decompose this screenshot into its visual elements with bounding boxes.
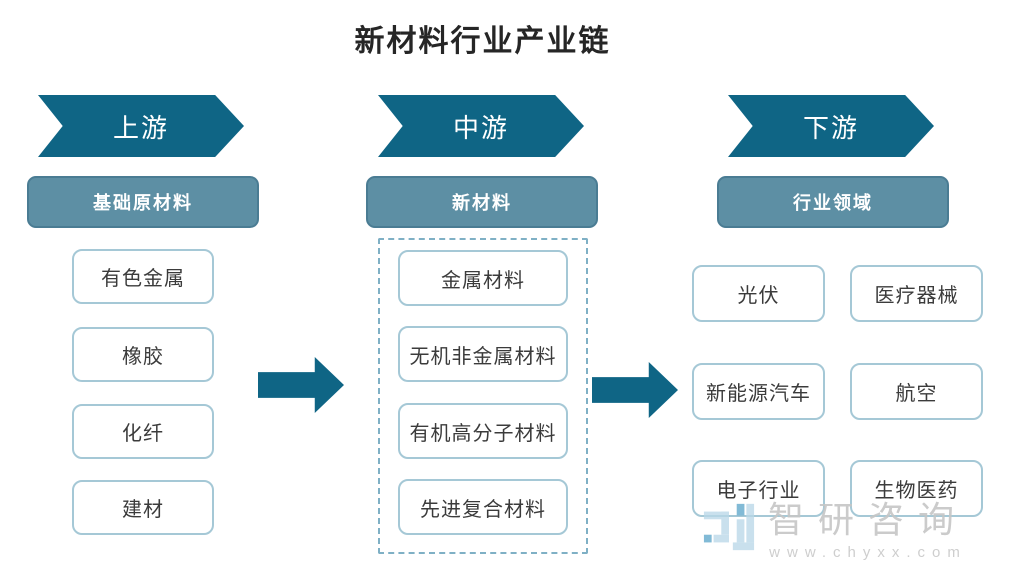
downstream-item-electronics: 电子行业 [692, 460, 825, 517]
midstream-dashed-group [378, 238, 588, 554]
downstream-item-new-energy-vehicles: 新能源汽车 [692, 363, 825, 420]
watermark-texts: 智研咨询 www.chyxx.com [768, 499, 969, 562]
stage-banner-midstream: 中游 [378, 95, 584, 157]
upstream-item-building-materials: 建材 [72, 480, 214, 535]
upstream-item-rubber: 橡胶 [72, 327, 214, 382]
right-arrow-icon [258, 357, 344, 413]
stage-upstream-label: 上游 [112, 112, 169, 143]
downstream-item-biomedicine: 生物医药 [850, 460, 983, 517]
category-downstream-label: 行业领域 [793, 193, 873, 213]
upstream-item-nonferrous-metals: 有色金属 [72, 249, 214, 304]
midstream-item-organic-polymer: 有机高分子材料 [398, 403, 568, 459]
downstream-item-medical-devices: 医疗器械 [850, 265, 983, 322]
midstream-item-inorganic-nonmetal: 无机非金属材料 [398, 326, 568, 382]
stage-banner-downstream: 下游 [728, 95, 934, 157]
upstream-item-chemical-fiber: 化纤 [72, 404, 214, 459]
midstream-item-advanced-composite: 先进复合材料 [398, 479, 568, 535]
zhiyan-logo-icon [703, 503, 755, 551]
category-box-downstream: 行业领域 [717, 176, 949, 228]
stage-midstream-label: 中游 [452, 112, 509, 143]
right-arrow-icon [592, 362, 678, 418]
stage-downstream-label: 下游 [802, 112, 859, 143]
category-midstream-label: 新材料 [452, 193, 512, 213]
watermark: 智研咨询 www.chyxx.com [702, 500, 1002, 561]
page-title: 新材料行业产业链 [354, 25, 611, 58]
downstream-item-aviation: 航空 [850, 363, 983, 420]
category-upstream-label: 基础原材料 [93, 193, 193, 213]
downstream-item-photovoltaic: 光伏 [692, 265, 825, 322]
category-box-midstream: 新材料 [366, 176, 598, 228]
watermark-url: www.chyxx.com [769, 544, 967, 561]
stage-banner-upstream: 上游 [38, 95, 244, 157]
midstream-item-metal-materials: 金属材料 [398, 250, 568, 306]
watermark-brand: 智研咨询 [768, 499, 969, 540]
category-box-upstream: 基础原材料 [27, 176, 259, 228]
